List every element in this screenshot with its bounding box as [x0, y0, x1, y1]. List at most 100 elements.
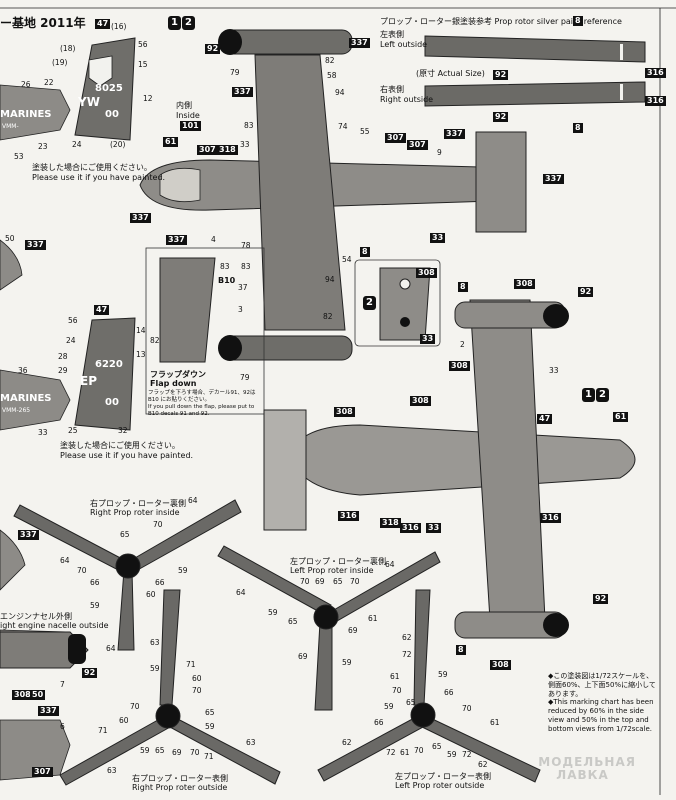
tail-code-lower: 6220 — [95, 359, 123, 370]
callout-6: 6 — [60, 722, 65, 731]
callout-59: 59 — [178, 566, 188, 575]
view-badge-inset: 2 — [363, 296, 376, 310]
callout-337: 337 — [38, 706, 59, 716]
callout-65: 65 — [288, 617, 298, 626]
callout-59: 59 — [342, 658, 352, 667]
painted-note-upper-en: Please use it if you have painted. — [32, 173, 166, 182]
callout-59: 59 — [268, 608, 278, 617]
callout-64: 64 — [188, 496, 198, 505]
callout-307: 307 — [407, 140, 428, 150]
callout-316: 316 — [540, 513, 561, 523]
callout-83: 83 — [241, 262, 251, 271]
inside-label-en: Inside — [176, 111, 200, 120]
callout-92: 92 — [493, 70, 509, 80]
callout-32: 32 — [118, 426, 128, 435]
callout-69: 69 — [172, 748, 182, 757]
callout-337: 337 — [444, 129, 465, 139]
callout-66: 66 — [90, 578, 100, 587]
callout-70: 70 — [462, 704, 472, 713]
callout-78: 78 — [241, 241, 251, 250]
callout-33: 33 — [240, 140, 250, 149]
callout-60: 60 — [192, 674, 202, 683]
prop-ref-title: プロップ・ローター銀塗装参考 Prop rotor silver paint r… — [380, 17, 622, 26]
callout-92: 92 — [493, 112, 509, 122]
painted-note-upper-jp: 塗装した場合にご使用ください。 — [32, 163, 152, 172]
top-view-aircraft — [139, 29, 527, 361]
rotor-right-outside-jp: 右プロップ・ローター表側 — [132, 774, 228, 783]
callout-50: 50 — [5, 234, 15, 243]
callout-82: 82 — [325, 56, 335, 65]
actual-size-label: (原寸 Actual Size) — [416, 69, 485, 78]
rotor-right-inside-en: Right Prop roter inside — [90, 508, 180, 517]
prop-left-en: Left outside — [380, 40, 428, 49]
callout-61: 61 — [613, 412, 629, 422]
callout-308: 308 — [449, 361, 470, 371]
callout-316: 316 — [338, 511, 359, 521]
callout-33: 33 — [430, 233, 446, 243]
callout-8: 8 — [573, 123, 583, 133]
rotor-left-outside-jp: 左プロップ・ローター表側 — [395, 772, 491, 781]
callout-65: 65 — [333, 577, 343, 586]
rotor-right-outside-en: Right Prop roter outside — [132, 783, 228, 792]
tail-letters-lower: EP — [80, 374, 97, 388]
callout-26: 26 — [21, 80, 31, 89]
callout-47: 47 — [537, 414, 553, 424]
callout-94: 94 — [325, 275, 335, 284]
callout-61: 61 — [490, 718, 500, 727]
nacelle-label-jp: エンジンナセル外側 — [0, 612, 72, 621]
callout-92: 92 — [82, 668, 98, 678]
callout-28: 28 — [58, 352, 68, 361]
callout-74: 74 — [338, 122, 348, 131]
tail-code-upper: 8025 — [95, 83, 123, 94]
bottom-view-aircraft — [263, 299, 636, 639]
callout-60: 60 — [119, 716, 129, 725]
callout-64: 64 — [60, 556, 70, 565]
callout-316: 316 — [645, 96, 666, 106]
callout-337: 337 — [18, 530, 39, 540]
callout-59: 59 — [438, 670, 448, 679]
callout-23: 23 — [38, 142, 48, 151]
fuselage-marines-upper: MARINES — [0, 109, 52, 120]
page-title: ー基地 2011年 — [0, 16, 86, 30]
flap-note-en: If you pull down the flap, please put to… — [148, 404, 255, 417]
callout-337: 337 — [166, 235, 187, 245]
tail-letters-upper: YW — [78, 95, 100, 109]
callout-63: 63 — [107, 766, 117, 775]
callout-337: 337 — [349, 38, 370, 48]
callout-58: 58 — [327, 71, 337, 80]
rotor-right-inside-jp: 右プロップ・ローター裏側 — [90, 499, 186, 508]
rotor-left-inside — [217, 545, 441, 711]
callout-14: 14 — [136, 326, 146, 335]
callout-7: 7 — [60, 680, 65, 689]
callout-50: 50 — [30, 690, 46, 700]
callout-82: 82 — [150, 336, 160, 345]
prop-right-jp: 右表側 — [380, 85, 404, 94]
callout-63: 63 — [246, 738, 256, 747]
callout-83: 83 — [244, 121, 254, 130]
rotor-left-inside-jp: 左プロップ・ローター裏側 — [290, 557, 386, 566]
callout-72: 72 — [402, 650, 412, 659]
callout-18: (18) — [60, 44, 76, 53]
callout-12: 12 — [143, 94, 153, 103]
callout-307: 307 — [385, 133, 406, 143]
callout-61: 61 — [368, 614, 378, 623]
flap-label-jp: フラップダウン — [150, 370, 206, 379]
callout-59: 59 — [447, 750, 457, 759]
callout-83: 83 — [220, 262, 230, 271]
callout-47: 47 — [95, 19, 111, 29]
callout-337: 337 — [543, 174, 564, 184]
callout-64: 64 — [236, 588, 246, 597]
callout-33: 33 — [549, 366, 559, 375]
callout-316: 316 — [645, 68, 666, 78]
callout-94: 94 — [335, 88, 345, 97]
rotor-left-outside — [317, 589, 541, 783]
callout-316: 316 — [400, 523, 421, 533]
rotor-right-outside — [59, 589, 281, 786]
callout-308: 308 — [416, 268, 437, 278]
callout-56: 56 — [138, 40, 148, 49]
callout-37: 37 — [238, 283, 248, 292]
callout-22: 22 — [44, 78, 54, 87]
callout-61: 61 — [163, 137, 179, 147]
rotor-left-outside-en: Left Prop roter outside — [395, 781, 485, 790]
